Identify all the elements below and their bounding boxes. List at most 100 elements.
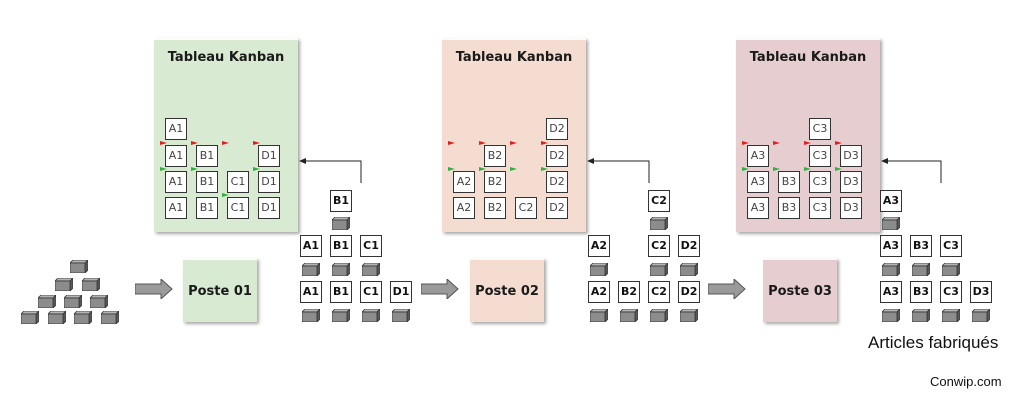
part-brick-icon [941,261,961,277]
part-brick-icon [649,261,669,277]
part-brick-icon [649,307,669,323]
part-brick-icon [679,261,699,277]
stock-card: D2 [678,281,700,303]
kanban-card: C3 [809,171,831,193]
kanban-card: C2 [515,197,537,219]
kanban-card: B2 [484,145,506,167]
stock-card: B1 [330,281,352,303]
stock-card: B1 [330,235,352,257]
workstation-2: Poste 02 [470,258,544,322]
kanban-card: D1 [258,171,280,193]
stock-card: C3 [940,235,962,257]
part-brick-icon [331,215,351,231]
part-brick-icon [361,261,381,277]
green-flag-icon [541,167,548,171]
red-flag-icon [510,141,517,145]
stock-card: B1 [330,190,352,212]
kanban-card: C1 [227,171,249,193]
flow-arrow-icon [420,277,459,301]
kanban-board-title: Tableau Kanban [455,50,573,65]
stock-card: D1 [390,281,412,303]
green-flag-icon [160,167,167,171]
part-brick-icon [391,307,411,323]
finished-goods-label: Articles fabriqués [868,333,999,352]
kanban-card: B1 [196,197,218,219]
part-brick-icon [679,307,699,323]
red-flag-icon [773,141,780,145]
raw-material-brick-icon [37,293,57,309]
stock-card: B2 [618,281,640,303]
stock-card: A2 [588,235,610,257]
kanban-return-arrow-icon [881,155,942,189]
kanban-card: A1 [165,145,187,167]
red-flag-icon [253,141,260,145]
red-flag-icon [222,141,229,145]
part-brick-icon [649,215,669,231]
red-flag-icon [448,141,455,145]
red-flag-icon [804,141,811,145]
green-flag-icon [742,167,749,171]
stock-card: C1 [360,281,382,303]
kanban-card: B2 [484,197,506,219]
raw-material-brick-icon [100,309,120,325]
workstation-1: Poste 01 [183,258,257,322]
raw-material-brick-icon [69,258,89,274]
raw-material-brick-icon [89,293,109,309]
stock-card: A1 [300,281,322,303]
stock-card: A3 [880,281,902,303]
stock-card: B3 [910,281,932,303]
part-brick-icon [361,307,381,323]
part-brick-icon [911,307,931,323]
kanban-card: D3 [840,145,862,167]
red-flag-icon [479,141,486,145]
part-brick-icon [301,307,321,323]
part-brick-icon [619,307,639,323]
part-brick-icon [331,307,351,323]
kanban-card: A3 [747,145,769,167]
kanban-card: D2 [546,171,568,193]
kanban-card: C3 [809,145,831,167]
kanban-return-arrow-icon [587,155,650,189]
raw-material-brick-icon [20,309,40,325]
part-brick-icon [971,307,991,323]
part-brick-icon [881,307,901,323]
part-brick-icon [881,215,901,231]
source-credit: Conwip.com [930,374,1002,389]
kanban-card: D3 [840,171,862,193]
green-flag-icon [191,167,198,171]
green-flag-icon [448,167,455,171]
stock-card: C2 [648,281,670,303]
stock-card: A3 [880,190,902,212]
kanban-card: A2 [453,171,475,193]
kanban-return-arrow-icon [299,155,362,189]
kanban-card: A1 [165,171,187,193]
green-flag-icon [222,193,229,197]
raw-material-brick-icon [54,276,74,292]
green-flag-icon [835,167,842,171]
red-flag-icon [160,141,167,145]
raw-material-brick-icon [73,309,93,325]
raw-material-brick-icon [63,293,83,309]
kanban-card: D1 [258,145,280,167]
kanban-card: D1 [258,197,280,219]
stock-card: C2 [648,235,670,257]
kanban-board-title: Tableau Kanban [167,50,285,65]
stock-card: C2 [648,190,670,212]
part-brick-icon [589,307,609,323]
stock-card: A1 [300,235,322,257]
kanban-card: D3 [840,197,862,219]
kanban-card: A1 [165,118,187,140]
part-brick-icon [941,307,961,323]
red-flag-icon [742,141,749,145]
kanban-card: D2 [546,118,568,140]
green-flag-icon [253,167,260,171]
part-brick-icon [301,261,321,277]
kanban-card: C3 [809,118,831,140]
green-flag-icon [804,167,811,171]
kanban-card: B1 [196,145,218,167]
green-flag-icon [510,167,517,171]
raw-material-brick-icon [81,276,101,292]
red-flag-icon [835,141,842,145]
part-brick-icon [589,261,609,277]
workstation-3: Poste 03 [763,258,837,322]
